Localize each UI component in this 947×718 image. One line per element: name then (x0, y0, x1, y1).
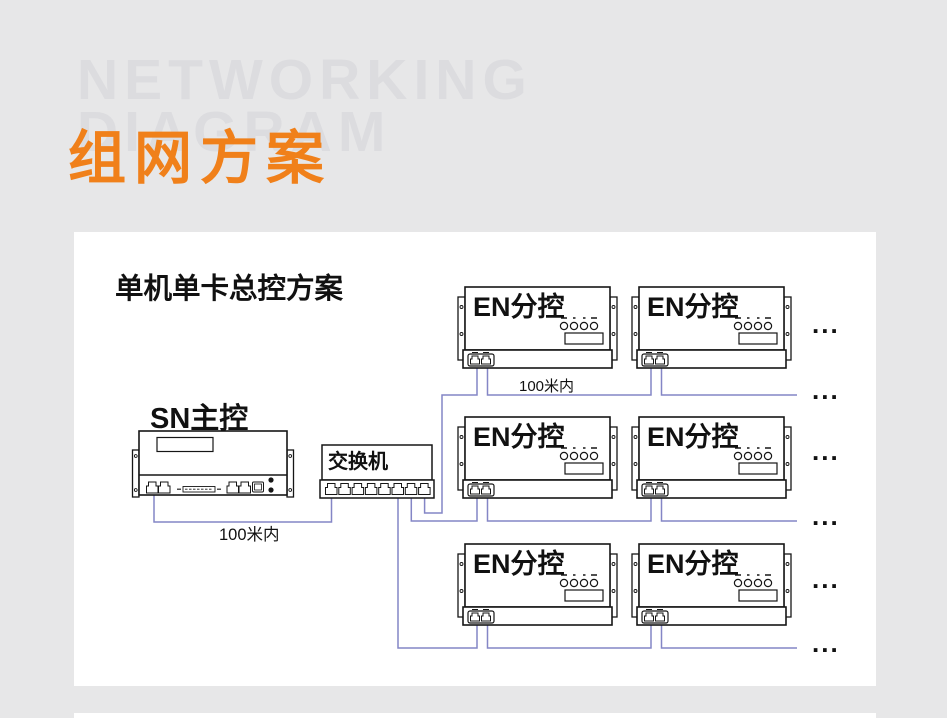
distance-label-top: 100米内 (519, 378, 574, 395)
en-unit-6: EN分控 (632, 544, 791, 625)
sn-knob-1 (268, 477, 274, 483)
sn-eth-port-1 (146, 481, 159, 494)
cable-row3-tail (660, 625, 797, 649)
ellipsis-row3-box: ... (812, 564, 840, 594)
cable-row2-daisy (486, 498, 652, 522)
ellipsis-row2-line: ... (812, 501, 840, 531)
en-unit-1: EN分控 (458, 287, 617, 368)
switch-port-8 (418, 483, 431, 495)
ellipsis-row2-box: ... (812, 436, 840, 466)
cable-row1-daisy (486, 368, 652, 396)
en-unit-2: EN分控 (632, 287, 791, 368)
en-unit-3: EN分控 (458, 417, 617, 498)
en-unit-label: EN分控 (647, 549, 739, 579)
cable-master-to-switch (153, 493, 333, 523)
ellipsis-row1-box: ... (812, 309, 840, 339)
page-title: 组网方案 (68, 126, 333, 191)
switch-port-1 (325, 483, 338, 495)
sn-master-label: SN主控 (150, 402, 248, 435)
switch-port-4 (364, 483, 378, 495)
watermark-line1: NETWORKING (77, 48, 533, 112)
watermark-line2: DIAGRAM (77, 100, 392, 164)
switch-port-3 (351, 483, 365, 495)
en-unit-label: EN分控 (473, 549, 565, 579)
en-unit-label: EN分控 (647, 422, 739, 452)
cable-row1-tail (660, 368, 797, 396)
en-unit-label: EN分控 (473, 422, 565, 452)
switch-label: 交换机 (328, 449, 388, 473)
cable-row3-daisy (486, 625, 652, 649)
sn-eth-port-4 (238, 481, 251, 494)
cable-switch-to-row2 (410, 494, 478, 522)
switch-port-6 (391, 483, 404, 495)
en-unit-label: EN分控 (647, 292, 739, 322)
cable-group (153, 368, 797, 649)
sn-display (156, 436, 214, 453)
sn-master-chrome (131, 430, 295, 498)
switch-port-2 (338, 483, 351, 495)
ellipsis-row1-line: ... (812, 375, 840, 405)
en-unit-label: EN分控 (473, 292, 565, 322)
switch-port-5 (378, 483, 391, 495)
diagram-heading: 单机单卡总控方案 (115, 272, 344, 305)
network-diagram: 单机单卡总控方案 SN主控 (115, 272, 840, 658)
sn-master-device: SN主控 (131, 402, 295, 498)
switch-port-7 (404, 483, 418, 495)
switch-chrome (319, 444, 435, 499)
next-section-edge (74, 713, 876, 718)
en-unit-4: EN分控 (632, 417, 791, 498)
sn-knob-2 (268, 487, 274, 493)
sn-eth-port-2 (158, 481, 171, 494)
cable-switch-to-row1 (423, 368, 478, 514)
cable-switch-to-row3 (397, 494, 478, 649)
distance-label-bottom: 100米内 (219, 525, 280, 544)
ellipsis-row3-line: ... (812, 628, 840, 658)
en-unit-5: EN分控 (458, 544, 617, 625)
switch-device: 交换机 (319, 444, 435, 499)
sn-eth-port-3 (226, 481, 239, 494)
cable-row2-tail (660, 498, 797, 522)
